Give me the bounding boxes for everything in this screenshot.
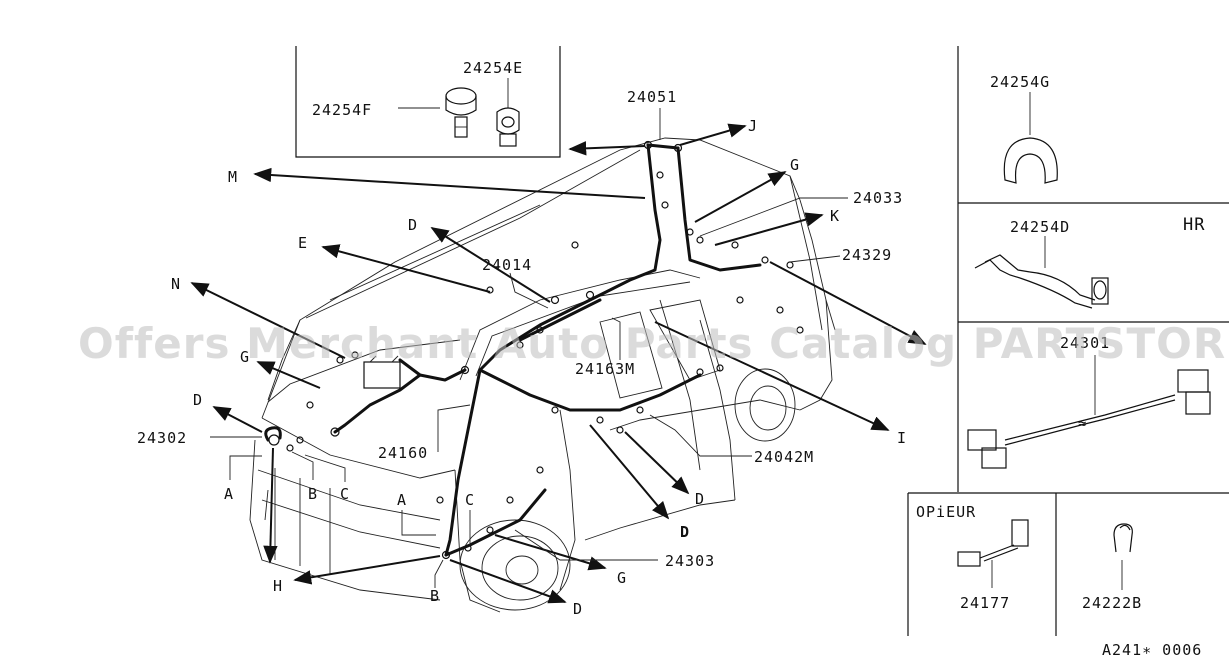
label-24014: 24014	[482, 256, 532, 274]
vehicle-outline	[249, 137, 836, 613]
letter-d-bottom: D	[680, 523, 689, 541]
letter-c-mid: C	[465, 491, 474, 509]
right-panel-labels: 24254G 24254D HR 24301 OPiEUR 24177 2422…	[916, 73, 1205, 612]
letter-d-left: D	[193, 391, 202, 409]
label-24254g: 24254G	[990, 73, 1050, 91]
harness-24301-icon: ≈	[967, 355, 1211, 469]
right-panel-frames	[907, 46, 1229, 636]
grommet-24254f-icon	[445, 87, 477, 138]
front-wheel-icon	[459, 519, 571, 611]
clip-24222b-icon	[1113, 523, 1133, 590]
label-24254d: 24254D	[1010, 218, 1070, 236]
letter-b-mid: B	[430, 587, 439, 605]
grommet-24254d-icon	[974, 236, 1109, 309]
letter-a-left: A	[224, 485, 233, 503]
label-24254e: 24254E	[463, 59, 523, 77]
connection-letters: J M G K D E N G D A B C A C B H I D D G …	[171, 117, 906, 618]
letter-k: K	[830, 207, 839, 225]
leader-lines	[210, 108, 848, 588]
letter-d-right: D	[695, 490, 704, 508]
letter-i: I	[897, 429, 906, 447]
harness-24177-icon	[957, 519, 1029, 588]
letter-b-left: B	[308, 485, 317, 503]
label-24033: 24033	[853, 189, 903, 207]
part-number-labels: 24051 24033 24014 24329 24163M 24042M 24…	[137, 88, 903, 570]
letter-d-low: D	[573, 600, 582, 618]
letter-h: H	[273, 577, 282, 595]
letter-j: J	[748, 117, 757, 135]
label-24303: 24303	[665, 552, 715, 570]
connector-24302-icon	[264, 426, 282, 446]
break-mark-icon: ≈	[1078, 416, 1086, 432]
letter-c-left: C	[340, 485, 349, 503]
letter-m: M	[228, 168, 237, 186]
footer-code: A241∗ 0006	[1102, 641, 1202, 659]
callout-arrows	[190, 123, 927, 604]
connector-dots	[286, 140, 804, 560]
watermark: Offers Merchant Auto Parts Catalog PARTS…	[78, 319, 1229, 368]
rear-wheel-icon	[734, 368, 796, 442]
tag-hr: HR	[1183, 215, 1205, 235]
label-24160: 24160	[378, 444, 428, 462]
inset-labels: 24254E 24254F	[312, 59, 523, 119]
label-24301: 24301	[1060, 334, 1110, 352]
top-inset	[295, 46, 561, 158]
label-24042m: 24042M	[754, 448, 814, 466]
letter-g-bottom: G	[617, 569, 626, 587]
letter-a-mid: A	[397, 491, 406, 509]
label-24051: 24051	[627, 88, 677, 106]
wire-harnesses	[264, 140, 804, 560]
letter-g-top: G	[790, 156, 799, 174]
letter-n: N	[171, 275, 180, 293]
label-24163m: 24163M	[575, 360, 635, 378]
letter-d-top: D	[408, 216, 417, 234]
clip-24254g-icon	[1003, 92, 1058, 184]
letter-g-left: G	[240, 348, 249, 366]
label-24177: 24177	[960, 594, 1010, 612]
label-24254f: 24254F	[312, 101, 372, 119]
tag-option: OPiEUR	[916, 503, 976, 521]
label-24329: 24329	[842, 246, 892, 264]
label-24222b: 24222B	[1082, 594, 1142, 612]
battery-icon	[363, 355, 401, 389]
letter-e: E	[298, 234, 307, 252]
label-24302: 24302	[137, 429, 187, 447]
grommet-24254e-icon	[496, 78, 520, 147]
